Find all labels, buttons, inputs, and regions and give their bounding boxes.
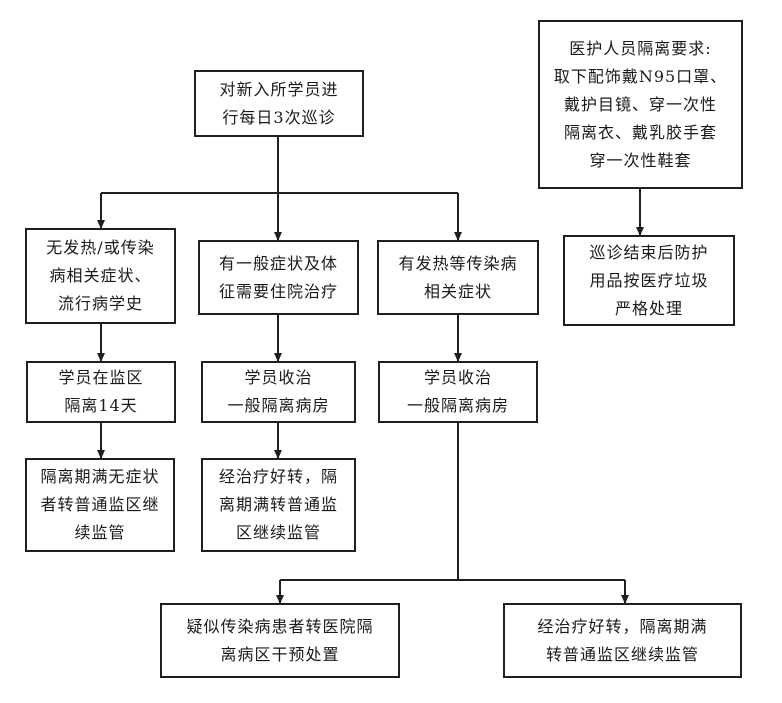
- isolation-end-box: 隔离期满无症状 者转普通监区继 续监管: [25, 458, 175, 552]
- suspected-transfer-box: 疑似传染病患者转医院隔 离病区干预处置: [160, 603, 400, 678]
- ward2-line-1: 学员收治: [423, 368, 492, 387]
- recovered1-line-3: 区继续监管: [235, 523, 321, 542]
- start-box: 对新入所学员进 行每日3次巡诊: [194, 70, 364, 137]
- general-symptom-box: 有一般症状及体 征需要住院治疗: [198, 240, 359, 315]
- recovered1-line-1: 经治疗好转，隔: [218, 467, 338, 486]
- recovered-2-box: 经治疗好转，隔离期满 转普通监区继续监管: [503, 603, 742, 678]
- recovered1-line-2: 离期满转普通监: [218, 495, 338, 514]
- staff-req-line-1: 医护人员隔离要求:: [569, 38, 712, 58]
- ward1-line-1: 学员收治: [244, 368, 313, 387]
- recovered2-line-1: 经治疗好转，隔离期满: [537, 616, 708, 636]
- no-fever-line-3: 流行病学史: [57, 294, 143, 313]
- no-fever-line-1: 无发热/或传染: [46, 238, 155, 257]
- staff-req-line-2: 取下配饰戴N95口罩、: [553, 66, 728, 86]
- start-line-1: 对新入所学员进: [219, 79, 339, 99]
- fever-infectious-line-1: 有发热等传染病: [398, 253, 518, 273]
- recovered2-line-2: 转普通监区继续监管: [545, 644, 699, 664]
- isolate-14-line-2: 隔离14天: [64, 396, 138, 415]
- ward2-line-2: 一般隔离病房: [406, 396, 509, 415]
- staff-requirements-box: 医护人员隔离要求: 取下配饰戴N95口罩、 戴护目镜、穿一次性 隔离衣、戴乳胶手…: [538, 20, 743, 189]
- general-symptom-line-1: 有一般症状及体: [218, 253, 338, 273]
- staff-req-line-3: 戴护目镜、穿一次性: [563, 94, 717, 114]
- staff-req-line-5: 穿一次性鞋套: [589, 150, 692, 170]
- general-symptom-line-2: 征需要住院治疗: [218, 281, 338, 301]
- isolate-14-line-1: 学员在监区: [58, 368, 144, 387]
- ward1-line-2: 一般隔离病房: [227, 396, 330, 415]
- ppe-line-2: 用品按医疗垃圾: [589, 270, 709, 290]
- recovered-1-box: 经治疗好转，隔 离期满转普通监 区继续监管: [201, 458, 356, 552]
- isolation-end-line-1: 隔离期满无症状: [40, 467, 160, 486]
- fever-infectious-box: 有发热等传染病 相关症状: [377, 240, 539, 315]
- no-fever-box: 无发热/或传染 病相关症状、 流行病学史: [25, 228, 176, 324]
- ward-general-2-box: 学员收治 一般隔离病房: [378, 361, 538, 423]
- fever-infectious-line-2: 相关症状: [423, 281, 492, 301]
- ward-general-1-box: 学员收治 一般隔离病房: [201, 361, 356, 423]
- ppe-line-3: 严格处理: [614, 298, 683, 318]
- ppe-disposal-box: 巡诊结束后防护 用品按医疗垃圾 严格处理: [563, 235, 735, 326]
- start-line-2: 行每日3次巡诊: [222, 107, 336, 127]
- ppe-line-1: 巡诊结束后防护: [589, 242, 709, 262]
- staff-req-line-4: 隔离衣、戴乳胶手套: [563, 122, 717, 142]
- no-fever-line-2: 病相关症状、: [49, 266, 152, 285]
- isolation-end-line-3: 续监管: [74, 523, 126, 542]
- suspected-line-1: 疑似传染病患者转医院隔: [186, 616, 374, 636]
- suspected-line-2: 离病区干预处置: [220, 644, 340, 664]
- isolate-14-box: 学员在监区 隔离14天: [26, 361, 176, 423]
- isolation-end-line-2: 者转普通监区继: [40, 495, 160, 514]
